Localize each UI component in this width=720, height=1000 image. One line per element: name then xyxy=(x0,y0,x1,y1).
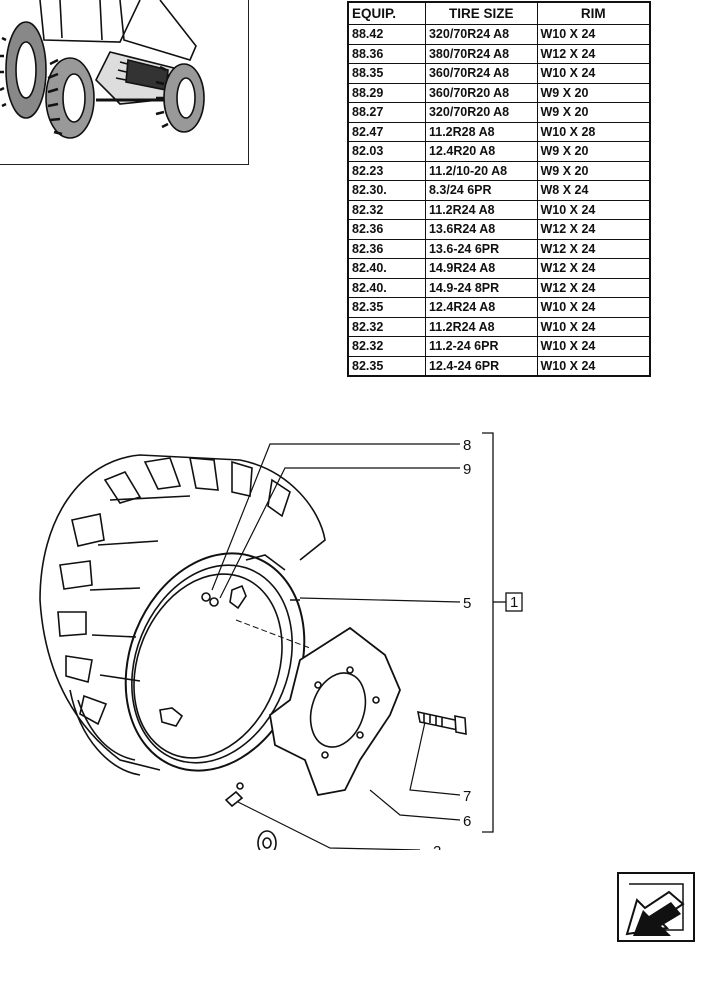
cell-rim: W10 X 24 xyxy=(536,355,651,377)
callout-8: 8 xyxy=(463,437,471,454)
cell-rim: W8 X 24 xyxy=(536,180,651,201)
cell-rim: W12 X 24 xyxy=(536,258,651,279)
cell-equip: 82.32 xyxy=(347,336,426,357)
next-page-arrow-icon xyxy=(625,883,685,936)
header-tire-size: TIRE SIZE xyxy=(424,1,538,25)
cell-tire-size: 11.2R24 A8 xyxy=(424,199,538,220)
cell-equip: 88.35 xyxy=(347,63,426,84)
cell-equip: 82.35 xyxy=(347,297,426,318)
cell-rim: W12 X 24 xyxy=(536,43,651,64)
callout-9: 9 xyxy=(463,461,471,478)
callout-7: 7 xyxy=(463,788,471,805)
cell-equip: 88.36 xyxy=(347,43,426,64)
tire xyxy=(39,454,326,776)
cell-tire-size: 11.2/10-20 A8 xyxy=(424,160,538,181)
cell-rim: W12 X 24 xyxy=(536,219,651,240)
callout-2: 2 xyxy=(433,843,441,850)
cell-tire-size: 12.4R24 A8 xyxy=(424,297,538,318)
cell-tire-size: 320/70R24 A8 xyxy=(424,24,538,45)
cell-tire-size: 13.6-24 6PR xyxy=(424,238,538,259)
cell-tire-size: 14.9R24 A8 xyxy=(424,258,538,279)
cell-rim: W10 X 28 xyxy=(536,121,651,142)
cell-rim: W10 X 24 xyxy=(536,316,651,337)
table-header-row: EQUIP. TIRE SIZE RIM xyxy=(347,1,651,25)
cell-equip: 88.42 xyxy=(347,24,426,45)
wheel-assembly-diagram: 8 9 5 1 7 6 2 3 4 xyxy=(39,432,523,850)
cell-equip: 82.36 xyxy=(347,219,426,240)
callout-5: 5 xyxy=(463,595,471,612)
callout-6: 6 xyxy=(463,813,471,830)
cell-equip: 82.40. xyxy=(347,258,426,279)
cell-equip: 82.35 xyxy=(347,355,426,377)
valve xyxy=(224,782,244,808)
cell-tire-size: 11.2R24 A8 xyxy=(424,316,538,337)
center-plate xyxy=(269,626,401,797)
cell-tire-size: 360/70R24 A8 xyxy=(424,63,538,84)
tractor-thumbnail xyxy=(0,0,249,165)
cell-tire-size: 12.4-24 6PR xyxy=(424,355,538,377)
cell-equip: 88.27 xyxy=(347,102,426,123)
cell-equip: 82.40. xyxy=(347,277,426,298)
cell-tire-size: 320/70R20 A8 xyxy=(424,102,538,123)
cell-rim: W9 X 20 xyxy=(536,102,651,123)
cell-tire-size: 11.2R28 A8 xyxy=(424,121,538,142)
cell-rim: W9 X 20 xyxy=(536,141,651,162)
cell-rim: W10 X 24 xyxy=(536,297,651,318)
cell-rim: W10 X 24 xyxy=(536,199,651,220)
cell-equip: 82.36 xyxy=(347,238,426,259)
cell-rim: W9 X 20 xyxy=(536,82,651,103)
wheel-bolt xyxy=(416,710,467,735)
cell-equip: 82.47 xyxy=(347,121,426,142)
callout-1: 1 xyxy=(510,594,518,611)
cell-rim: W12 X 24 xyxy=(536,277,651,298)
cell-tire-size: 11.2-24 6PR xyxy=(424,336,538,357)
cell-tire-size: 13.6R24 A8 xyxy=(424,219,538,240)
tractor-thumbnail-icon xyxy=(0,0,205,139)
cell-rim: W9 X 20 xyxy=(536,160,651,181)
cell-rim: W10 X 24 xyxy=(536,24,651,45)
cell-rim: W12 X 24 xyxy=(536,238,651,259)
cell-equip: 82.03 xyxy=(347,141,426,162)
cell-tire-size: 360/70R20 A8 xyxy=(424,82,538,103)
cell-tire-size: 14.9-24 8PR xyxy=(424,277,538,298)
cell-equip: 82.30. xyxy=(347,180,426,201)
cell-equip: 82.32 xyxy=(347,199,426,220)
cell-equip: 82.23 xyxy=(347,160,426,181)
next-page-button[interactable] xyxy=(617,872,695,942)
washer xyxy=(257,830,277,850)
cell-tire-size: 12.4R20 A8 xyxy=(424,141,538,162)
cell-equip: 82.32 xyxy=(347,316,426,337)
cell-equip: 88.29 xyxy=(347,82,426,103)
cell-tire-size: 8.3/24 6PR xyxy=(424,180,538,201)
header-equip: EQUIP. xyxy=(347,1,426,25)
cell-tire-size: 380/70R24 A8 xyxy=(424,43,538,64)
cell-rim: W10 X 24 xyxy=(536,63,651,84)
header-rim: RIM xyxy=(536,1,651,25)
cell-rim: W10 X 24 xyxy=(536,336,651,357)
